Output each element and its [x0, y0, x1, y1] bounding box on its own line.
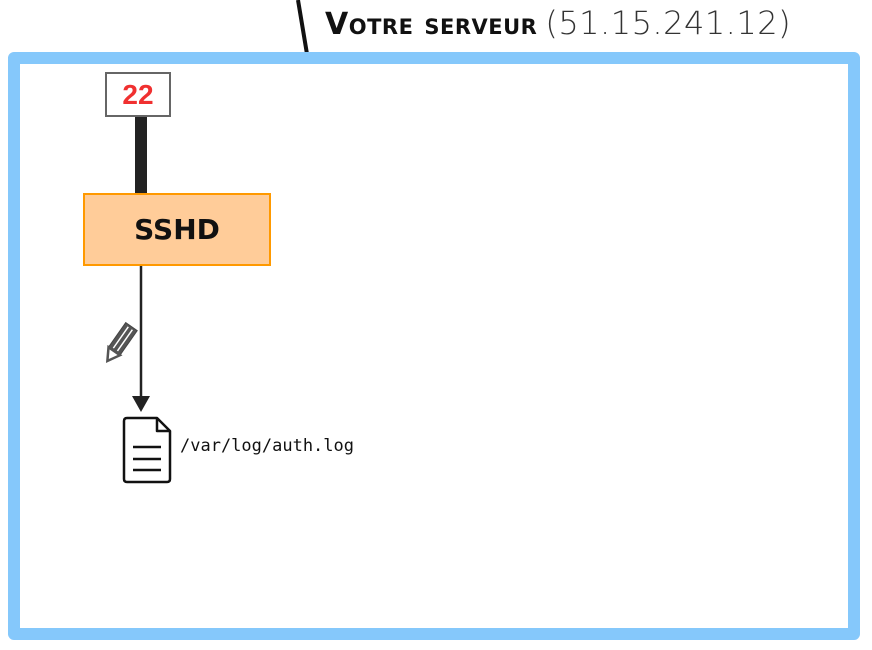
- sshd-service-box: SSHD: [83, 193, 271, 266]
- write-arrow-head: [132, 396, 150, 412]
- document-icon: [122, 416, 172, 484]
- server-title-text: Votre serveur: [325, 7, 538, 42]
- title-pointer-line: [296, 0, 309, 55]
- server-frame: [8, 52, 860, 640]
- port-link-bar: [135, 113, 147, 195]
- server-ip: (51.15.241.12): [545, 4, 792, 42]
- pencil-icon: [105, 321, 138, 364]
- port-badge: 22: [105, 72, 171, 117]
- server-title: Votre serveur(51.15.241.12): [325, 4, 791, 42]
- log-file-path: /var/log/auth.log: [180, 436, 354, 456]
